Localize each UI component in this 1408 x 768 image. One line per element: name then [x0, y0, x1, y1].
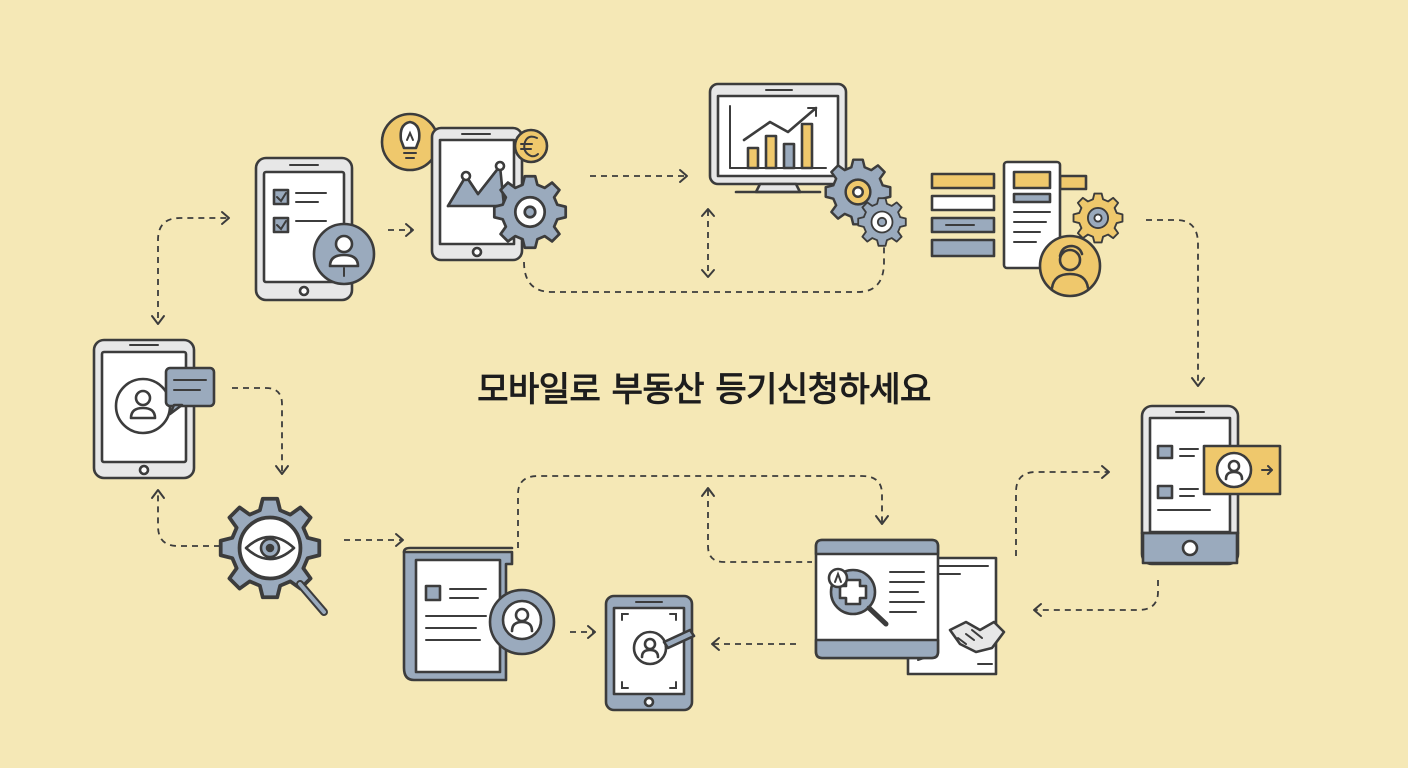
connector-phone-to-browser: [1034, 580, 1159, 611]
connector-doc-to-phone: [1146, 219, 1199, 384]
list-icon: [1156, 444, 1211, 511]
pen-icon: [662, 628, 696, 650]
connector-gear-to-profile: [157, 492, 220, 547]
magnifier-icon: [827, 567, 889, 627]
tablet-checklist-user-node: [254, 156, 376, 302]
checklist-icon: [272, 188, 327, 234]
browser-search-handshake-node: [814, 538, 1006, 676]
gear-icon: [1072, 192, 1124, 244]
book-user-node: [402, 546, 556, 682]
monitor-bar-chart-node: [708, 82, 907, 247]
connector-loop-inner: [707, 490, 812, 563]
connector-browser-to-phone: [1015, 471, 1108, 556]
form-icon: [930, 172, 996, 258]
connectors: [151, 169, 1205, 651]
tablet-chart-gear-node: [380, 112, 568, 262]
eye-icon: [244, 535, 296, 561]
user-card-icon: [1202, 444, 1282, 496]
gears-icon: [824, 158, 907, 247]
chart-icon: [446, 160, 506, 208]
phone-list-user-node: [1140, 404, 1282, 566]
page-title: 모바일로 부동산 등기신청하세요: [477, 370, 931, 410]
connector-chat-to-gear: [232, 387, 283, 472]
chat-bubble-icon: [164, 366, 216, 408]
connector-loop-under-monitor: [523, 238, 885, 293]
connector-loop-top-center: [517, 475, 883, 548]
gear-eye-search-node: [218, 496, 328, 616]
document-form-person-node: [930, 160, 1124, 298]
connector-profile-to-checklist: [157, 217, 228, 318]
tablet-profile-chat-node: [92, 338, 216, 480]
tablet-user-pen-node: [604, 594, 696, 712]
bar-chart-icon: [729, 105, 827, 170]
gear-icon: [492, 174, 568, 250]
euro-coin-icon: [513, 128, 549, 164]
